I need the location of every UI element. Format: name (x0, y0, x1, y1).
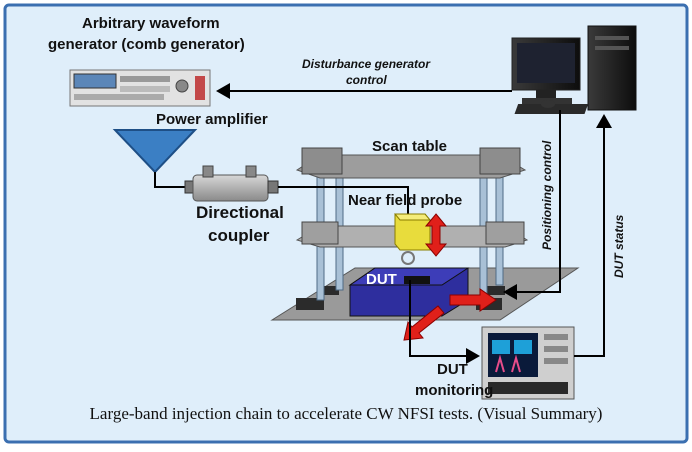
positioning-control-label: Positioning control (540, 140, 554, 250)
scan-table-label: Scan table (372, 138, 448, 155)
base-foot (321, 286, 339, 295)
directional-coupler-label-line2: coupler (208, 226, 270, 245)
figure-caption: Large-band injection chain to accelerate… (89, 404, 603, 423)
dut-monitoring-label-line2: monitoring (415, 382, 494, 399)
power-amplifier-symbol (112, 129, 198, 174)
awg-label-line2: generator (comb generator) (48, 36, 245, 53)
dut-monitoring-line (409, 280, 480, 364)
base-foot (487, 286, 505, 295)
directional-coupler-label-line1: Directional (196, 203, 284, 222)
power-amplifier-label: Power amplifier (156, 111, 268, 128)
amp-to-coupler-cable (154, 172, 185, 188)
near-field-probe-image (393, 213, 432, 265)
disturbance-label-line2: control (346, 73, 387, 87)
dut-label: DUT (366, 271, 397, 288)
dut-status-arrow (574, 114, 612, 357)
oscilloscope-image (481, 326, 575, 400)
waveform-generator-image (69, 69, 211, 107)
positioning-control-line (503, 110, 561, 300)
coupler-to-probe-cable (278, 186, 409, 215)
dut-status-label: DUT status (612, 214, 626, 278)
motion-arrows (403, 213, 497, 341)
dut-monitoring-label-line1: DUT (437, 361, 468, 378)
disturbance-label-line1: Disturbance generator (302, 57, 431, 71)
directional-coupler-image (184, 165, 279, 202)
awg-label-line1: Arbitrary waveform (82, 15, 220, 32)
near-field-probe-label: Near field probe (348, 192, 463, 209)
computer-image (511, 25, 637, 114)
base-foot (296, 298, 324, 310)
